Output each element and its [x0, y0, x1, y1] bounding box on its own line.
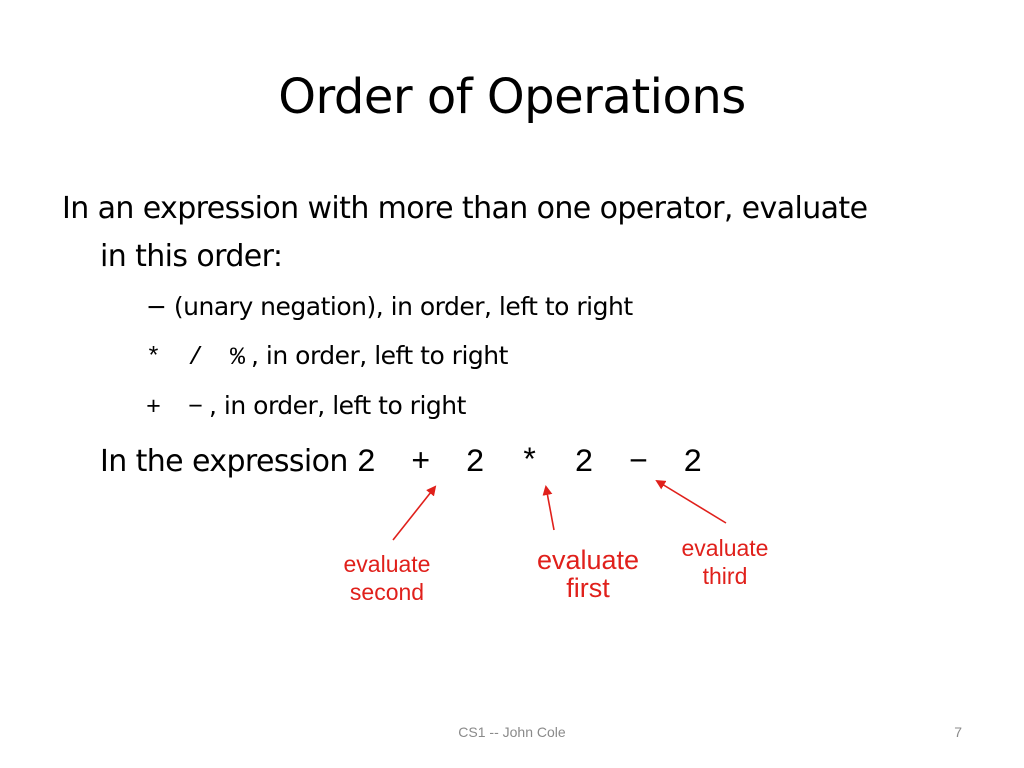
- rule-operators: + −: [146, 393, 210, 422]
- intro-line-1: In an expression with more than one oper…: [62, 191, 868, 226]
- rule-operators: −: [146, 292, 167, 321]
- rule-multiplicative: * / %, in order, left to right: [146, 338, 508, 376]
- arrow-first: [542, 485, 555, 531]
- rule-additive: + −, in order, left to right: [146, 388, 466, 426]
- rule-text: , in order, left to right: [251, 341, 508, 370]
- annotation-evaluate-first: evaluate first: [536, 545, 640, 603]
- rule-text: (unary negation), in order, left to righ…: [166, 292, 633, 321]
- example-expression: 2 + 2 * 2 − 2: [356, 444, 711, 481]
- rule-operators: * / %: [146, 343, 252, 372]
- page-number: 7: [954, 724, 962, 740]
- rule-unary-negation: − (unary negation), in order, left to ri…: [146, 289, 633, 325]
- example-prefix: In the expression: [100, 444, 357, 479]
- slide-footer: CS1 -- John Cole: [458, 724, 566, 740]
- annotation-evaluate-third: evaluate third: [681, 535, 769, 589]
- annotation-evaluate-second: evaluate second: [343, 551, 431, 605]
- intro-line-2: in this order:: [100, 239, 283, 274]
- example-line: In the expression 2 + 2 * 2 − 2: [100, 440, 710, 485]
- slide-title: Order of Operations: [278, 69, 746, 125]
- arrow-third: [655, 479, 727, 524]
- rule-text: , in order, left to right: [209, 391, 466, 420]
- arrow-second: [392, 485, 437, 541]
